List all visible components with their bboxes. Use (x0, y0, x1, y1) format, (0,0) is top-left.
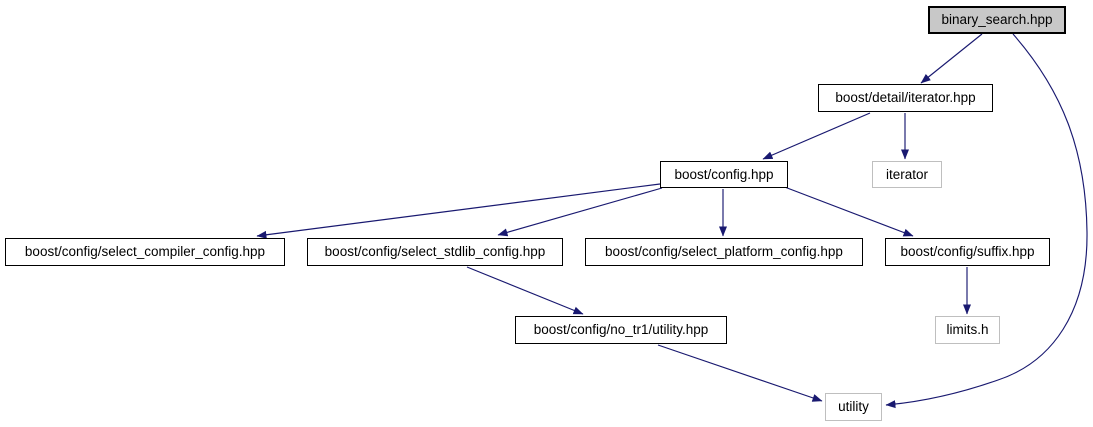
edge-config-to-select_stdlib (497, 187, 663, 237)
node-utility: utility (825, 393, 882, 421)
edge-no_tr1_utility-to-utility (657, 344, 823, 402)
node-select-stdlib-config-hpp[interactable]: boost/config/select_stdlib_config.hpp (307, 238, 563, 266)
node-suffix-hpp[interactable]: boost/config/suffix.hpp (885, 238, 1050, 266)
edge-select_stdlib-to-no_tr1_utility (466, 266, 584, 315)
edge-detail_iterator-to-config (762, 112, 871, 160)
node-select-platform-config-hpp[interactable]: boost/config/select_platform_config.hpp (585, 238, 863, 266)
node-boost-detail-iterator-hpp[interactable]: boost/detail/iterator.hpp (818, 84, 993, 112)
edge-binary_search-to-detail_iterator (920, 33, 983, 84)
node-boost-config-hpp[interactable]: boost/config.hpp (660, 161, 788, 188)
edge-config-to-select_compiler (256, 183, 661, 239)
edge-binary_search-to-utility (885, 33, 1088, 409)
node-limits-h: limits.h (935, 316, 1000, 344)
node-iterator: iterator (872, 161, 942, 188)
edge-config-to-suffix (781, 185, 914, 237)
node-binary-search-hpp: binary_search.hpp (928, 6, 1066, 34)
node-no-tr1-utility-hpp[interactable]: boost/config/no_tr1/utility.hpp (515, 316, 727, 344)
node-select-compiler-config-hpp[interactable]: boost/config/select_compiler_config.hpp (5, 238, 285, 266)
